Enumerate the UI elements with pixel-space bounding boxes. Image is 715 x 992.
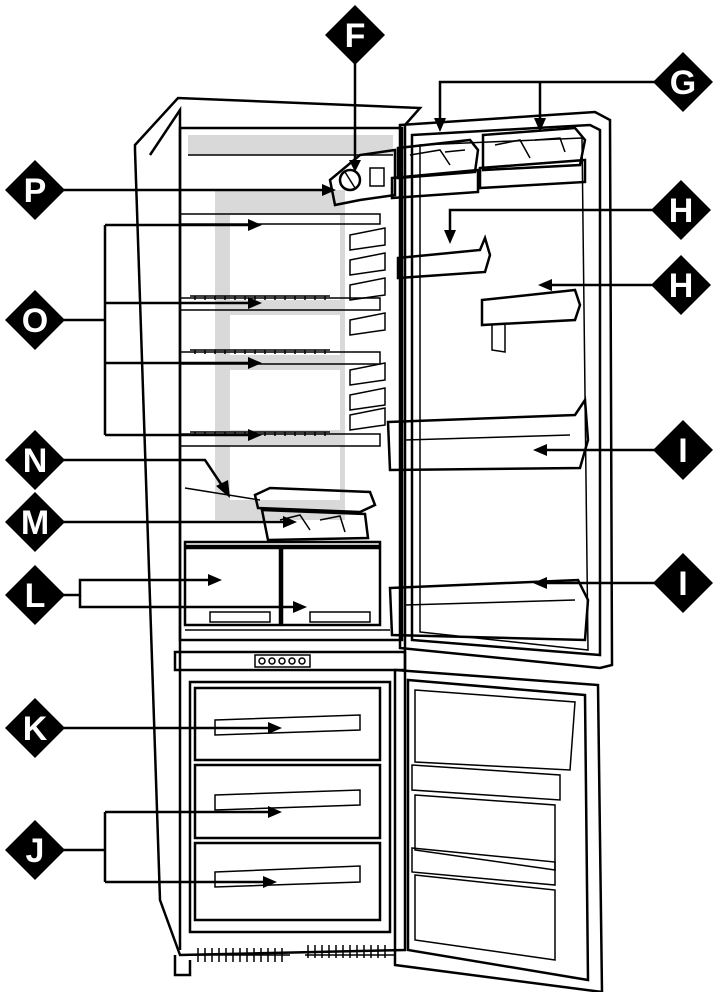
label-I-bottom-text: I	[678, 565, 687, 603]
label-J-text: J	[26, 832, 45, 870]
label-H-bottom-text: H	[669, 267, 694, 305]
label-J: J	[5, 820, 65, 880]
label-G-text: G	[670, 64, 696, 102]
label-I-top-text: I	[678, 432, 687, 470]
label-O-text: O	[22, 302, 48, 340]
label-N: N	[5, 430, 65, 490]
control-strip	[173, 650, 407, 672]
label-M-text: M	[21, 504, 49, 542]
label-H-top: H	[651, 180, 711, 240]
label-K: K	[5, 698, 65, 758]
vegetable-drawers	[183, 540, 390, 631]
cabinet	[133, 96, 423, 957]
label-P: P	[5, 160, 65, 220]
shelves	[179, 213, 386, 447]
label-L-text: L	[25, 577, 46, 615]
label-K-text: K	[23, 710, 48, 748]
freezer-section	[173, 680, 395, 977]
thermostat	[328, 148, 397, 207]
label-H-bottom: H	[651, 255, 711, 315]
label-G: G	[653, 52, 713, 112]
label-I-bottom: I	[653, 553, 713, 613]
fridge-door	[386, 110, 614, 670]
label-F-text: F	[345, 17, 366, 55]
label-O: O	[5, 290, 65, 350]
leader-lines	[60, 60, 658, 888]
label-H-top-text: H	[669, 192, 694, 230]
label-N-text: N	[23, 442, 48, 480]
label-I-top: I	[653, 420, 713, 480]
label-L: L	[5, 565, 65, 625]
label-P-text: P	[24, 172, 47, 210]
label-M: M	[5, 492, 65, 552]
label-F: F	[325, 5, 385, 65]
freezer-door	[393, 668, 604, 992]
